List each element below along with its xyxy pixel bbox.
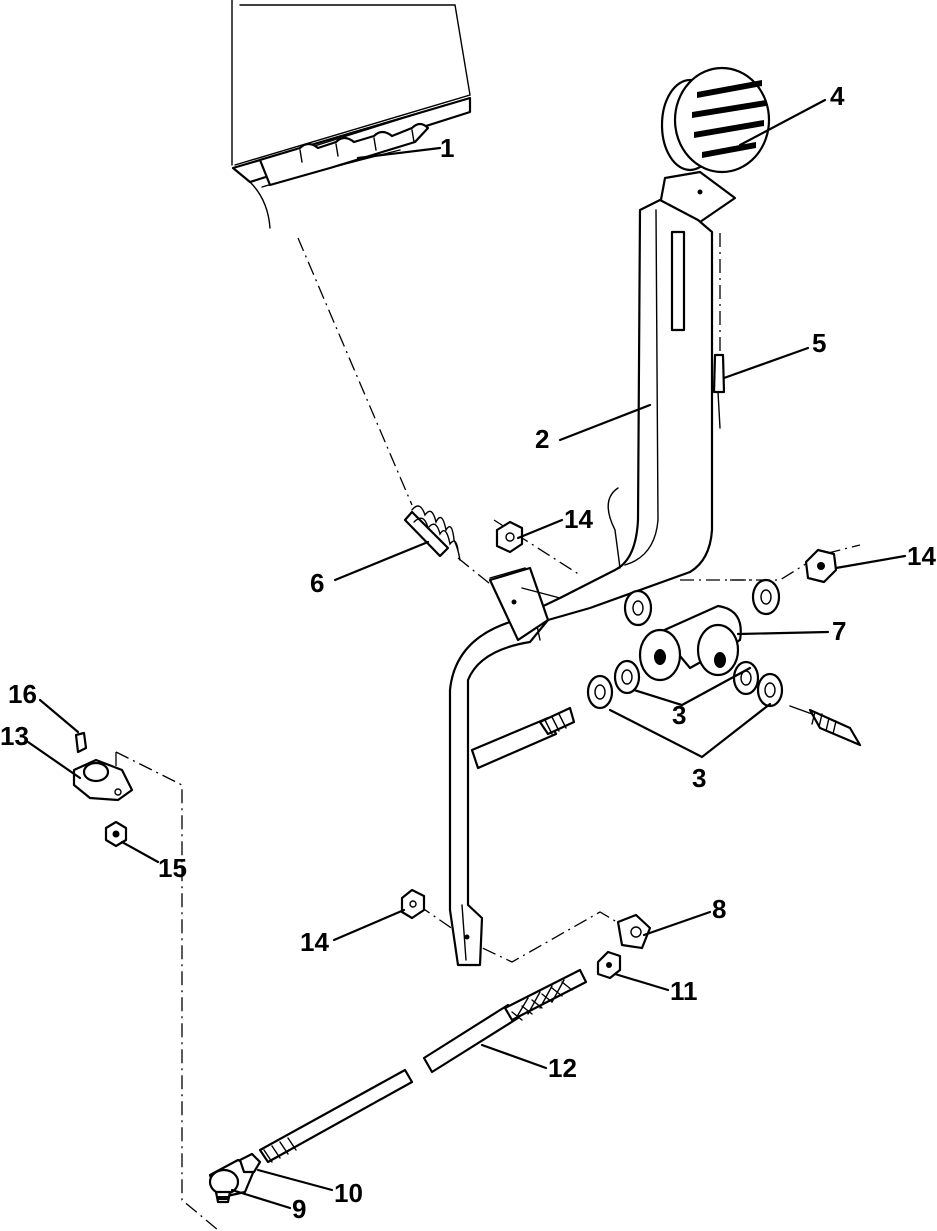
callout-3-lower: 3: [692, 763, 706, 793]
callout-2: 2: [535, 424, 549, 454]
callout-9: 9: [292, 1194, 306, 1224]
callout-4: 4: [830, 81, 845, 111]
key-16: [74, 731, 88, 754]
callout-1: 1: [440, 133, 454, 163]
jam-nut-11: [596, 950, 622, 980]
rod-end-upper: [616, 913, 652, 950]
washers: [586, 578, 784, 710]
brake-rod: [258, 968, 588, 1164]
frame-bracket: [231, 0, 472, 229]
callout-5: 5: [812, 328, 826, 358]
callout-14-lower: 14: [300, 927, 329, 957]
jam-nut-10: [238, 1152, 262, 1174]
return-spring: [403, 505, 461, 561]
pedal-lever: [448, 170, 737, 967]
hex-nut-lower: [400, 888, 426, 920]
callout-14-right: 14: [907, 541, 936, 571]
callout-6: 6: [310, 568, 324, 598]
cotter-pin: [712, 353, 726, 429]
spring-slot-plate: [258, 122, 430, 187]
brake-lever-arm: [72, 758, 134, 802]
pedal-pad: [660, 66, 771, 174]
leader-lines: [26, 98, 907, 1210]
nut-15: [104, 820, 128, 848]
callout-16: 16: [8, 679, 37, 709]
assembly-lines: [115, 233, 861, 1231]
callout-12: 12: [548, 1053, 577, 1083]
hex-nut-upper: [495, 520, 524, 554]
callout-10: 10: [334, 1178, 363, 1208]
callout-8: 8: [712, 894, 726, 924]
callout-13: 13: [0, 721, 29, 751]
callout-15: 15: [158, 853, 187, 883]
callout-11: 11: [670, 976, 698, 1006]
callout-14-upper: 14: [564, 504, 593, 534]
callout-3-upper: 3: [672, 700, 686, 730]
pivot-shaft: [470, 705, 862, 770]
callout-7: 7: [832, 616, 846, 646]
hex-nut-right: [804, 548, 838, 584]
callout-labels: 1 2 3 3 4 5 6 7 8 9 10 11 12 13 14 14 14…: [0, 81, 936, 1224]
bushing: [638, 604, 742, 682]
